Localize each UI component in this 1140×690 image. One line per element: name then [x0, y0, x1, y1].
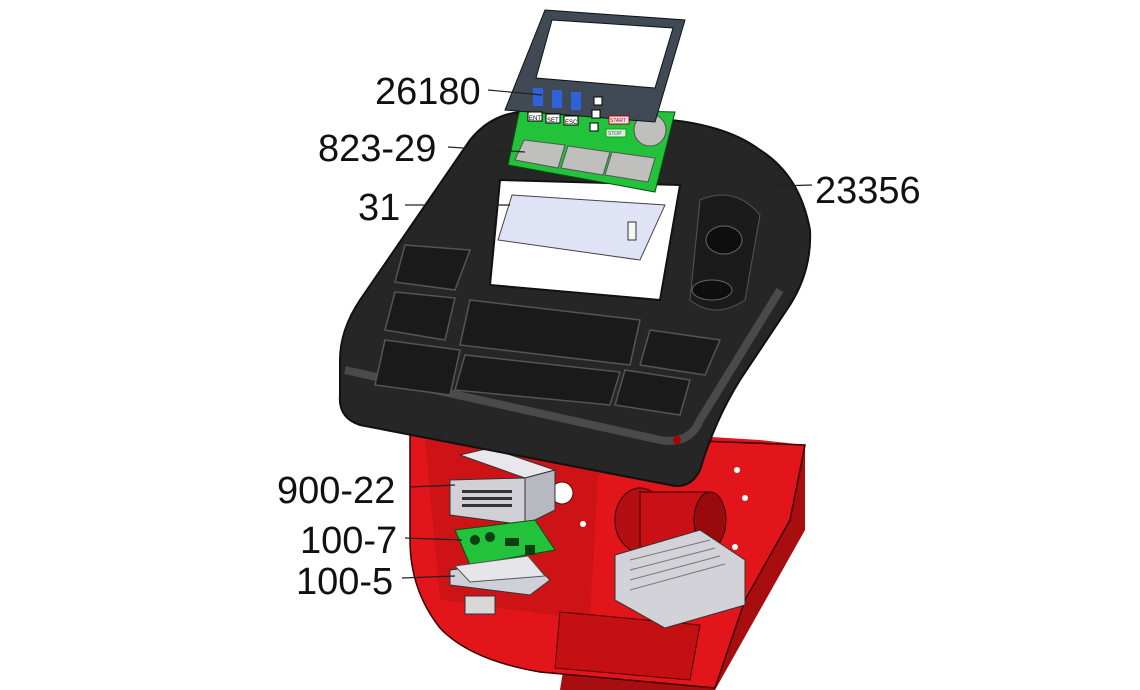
callout-100-7: 100-7: [300, 520, 397, 562]
callout-23356: 23356: [815, 170, 921, 212]
base-hole: [732, 544, 738, 550]
heatsink-block: [614, 529, 746, 629]
cover-side-recess: [689, 194, 761, 311]
display-window-tab: [627, 221, 637, 241]
callout-labels: 26180 823-29 31 23356 900-22 100-7 100-5: [277, 71, 921, 603]
overlay-start-label: START: [610, 118, 626, 124]
overlay-key-esc: ESC: [565, 120, 578, 126]
base-hole: [734, 467, 740, 473]
overlay-7seg-digits: [533, 88, 581, 110]
control-board-modules: [514, 113, 667, 183]
leader-26180: [487, 89, 543, 96]
overlay-keys: [527, 111, 579, 126]
leader-23356: [744, 184, 813, 188]
cover-rim: [344, 287, 784, 445]
callout-100-5: 100-5: [296, 561, 393, 603]
leader-823-29: [447, 146, 526, 153]
base-outline: [409, 429, 806, 689]
cover-indicator: [673, 436, 681, 444]
power-supply-unit: [449, 447, 557, 526]
leader-100-7: [404, 537, 463, 541]
overlay-arrow-keys: [589, 96, 603, 132]
overlay-stop-button: [605, 128, 627, 138]
display-window: [497, 194, 666, 261]
callout-31: 31: [358, 187, 400, 229]
cover-trays: [374, 244, 722, 416]
base-bracket: [464, 595, 496, 615]
overlay-key-ent: ENT: [529, 116, 541, 122]
control-board: [507, 107, 676, 193]
board-upper-components: [470, 532, 535, 555]
overlay-lcd-window: [535, 19, 674, 89]
leader-100-5: [401, 575, 456, 579]
overlay-stop-label: STOP: [608, 131, 622, 137]
heatsink-fins: [629, 539, 726, 591]
leader-900-22: [409, 484, 456, 488]
psu-side: [524, 469, 556, 526]
overlay-key-set: SET: [547, 118, 559, 124]
base-hole: [580, 521, 586, 527]
overlay-start-button: [608, 115, 630, 125]
callout-900-22: 900-22: [277, 470, 395, 512]
display-overlay: ENT SET ESC START STOP: [504, 9, 686, 138]
callout-823-29: 823-29: [318, 128, 436, 170]
motor-assembly: [614, 487, 746, 629]
base-hole: [742, 495, 748, 501]
leader-lines: [401, 89, 813, 579]
psu-vents: [462, 490, 512, 507]
callout-26180: 26180: [375, 71, 481, 113]
red-base-housing: [409, 429, 806, 690]
board-lower-top: [453, 555, 547, 583]
